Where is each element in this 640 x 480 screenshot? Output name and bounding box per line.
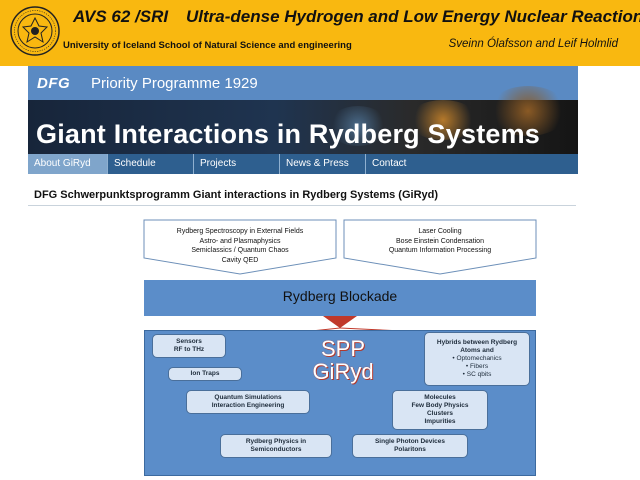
node-line: Few Body Physics bbox=[411, 402, 469, 409]
talk-title: Ultra-dense Hydrogen and Low Energy Nucl… bbox=[186, 7, 640, 26]
node-line: Interaction Engineering bbox=[211, 402, 285, 409]
left-topic-list: Rydberg Spectroscopy in External Fields … bbox=[144, 227, 336, 265]
rydberg-blockade-label: Rydberg Blockade bbox=[282, 288, 398, 304]
blockade-pointer-icon bbox=[323, 316, 357, 328]
node-bullet: • SC qbits bbox=[462, 371, 492, 378]
node-line: RF to THz bbox=[173, 346, 205, 353]
programme-name: Priority Programme 1929 bbox=[91, 75, 258, 92]
right-topic-arrow bbox=[343, 219, 537, 275]
node-single-photon: Single Photon Devices Polaritons bbox=[352, 434, 468, 458]
site-nav: About GiRyd Schedule Projects News & Pre… bbox=[28, 154, 578, 174]
dfg-logo[interactable]: DFG bbox=[37, 75, 71, 92]
node-bullet: • Optomechanics bbox=[452, 355, 502, 362]
node-line: Impurities bbox=[424, 418, 456, 425]
node-line: Rydberg Physics in bbox=[245, 438, 307, 445]
rydberg-blockade-bar bbox=[144, 280, 536, 316]
node-sensors: Sensors RF to THz bbox=[152, 334, 226, 358]
topic-item: Astro- and Plasmaphysics bbox=[199, 237, 281, 245]
nav-projects[interactable]: Projects bbox=[194, 154, 280, 174]
nav-news-press[interactable]: News & Press bbox=[280, 154, 366, 174]
dfg-banner: DFG Priority Programme 1929 Giant Intera… bbox=[28, 66, 578, 154]
node-ion-traps: Ion Traps bbox=[168, 367, 242, 381]
spp-label-line: SPP bbox=[320, 336, 366, 361]
topic-item: Cavity QED bbox=[221, 256, 259, 264]
giryd-diagram: Rydberg Spectroscopy in External Fields … bbox=[28, 210, 578, 478]
node-bullet: • Fibers bbox=[465, 363, 489, 370]
node-line: Clusters bbox=[426, 410, 453, 417]
banner-title: Giant Interactions in Rydberg Systems bbox=[36, 119, 541, 149]
node-line: Atoms and bbox=[460, 347, 494, 354]
left-topic-arrow bbox=[143, 219, 337, 275]
topic-item: Bose Einstein Condensation bbox=[396, 237, 484, 245]
divider bbox=[28, 205, 576, 206]
node-line: Single Photon Devices bbox=[374, 438, 446, 445]
node-line: Ion Traps bbox=[190, 370, 220, 377]
banner-lights-decoration bbox=[488, 86, 568, 136]
spp-label-line: GiRyd bbox=[312, 359, 374, 384]
conference-header: AVS 62 /SRI Ultra-dense Hydrogen and Low… bbox=[0, 0, 640, 66]
authors: Sveinn Ólafsson and Leif Holmlid bbox=[448, 38, 618, 50]
spp-giryd-label: SPP GiRyd bbox=[283, 337, 403, 383]
right-topic-list: Laser Cooling Bose Einstein Condensation… bbox=[344, 227, 536, 256]
node-semiconductors: Rydberg Physics in Semiconductors bbox=[220, 434, 332, 458]
node-quantum-simulations: Quantum Simulations Interaction Engineer… bbox=[186, 390, 310, 414]
banner-top-band bbox=[28, 66, 578, 100]
nav-about[interactable]: About GiRyd bbox=[28, 154, 108, 174]
topic-item: Rydberg Spectroscopy in External Fields bbox=[176, 228, 304, 235]
topic-item: Semiclassics / Quantum Chaos bbox=[191, 247, 289, 254]
university-seal-icon bbox=[10, 6, 60, 56]
node-line: Semiconductors bbox=[250, 446, 302, 453]
node-molecules: Molecules Few Body Physics Clusters Impu… bbox=[392, 390, 488, 430]
nav-schedule[interactable]: Schedule bbox=[108, 154, 194, 174]
node-line: Hybrids between Rydberg bbox=[436, 339, 518, 346]
topic-item: Laser Cooling bbox=[418, 228, 462, 235]
conference-code: AVS 62 /SRI bbox=[73, 7, 169, 26]
banner-lights-decoration bbox=[408, 100, 478, 140]
banner-lights-decoration bbox=[328, 106, 388, 146]
node-line: Molecules bbox=[424, 394, 456, 401]
node-hybrids: Hybrids between Rydberg Atoms and • Opto… bbox=[424, 332, 530, 386]
university-name: University of Iceland School of Natural … bbox=[63, 40, 352, 51]
diagram-shapes bbox=[143, 219, 537, 413]
page-heading: DFG Schwerpunktsprogramm Giant interacti… bbox=[34, 189, 439, 201]
topic-item: Quantum Information Processing bbox=[388, 247, 492, 254]
node-line: Sensors bbox=[176, 338, 202, 345]
nav-contact[interactable]: Contact bbox=[372, 158, 407, 169]
node-line: Quantum Simulations bbox=[214, 394, 282, 401]
node-line: Polaritons bbox=[394, 446, 426, 453]
